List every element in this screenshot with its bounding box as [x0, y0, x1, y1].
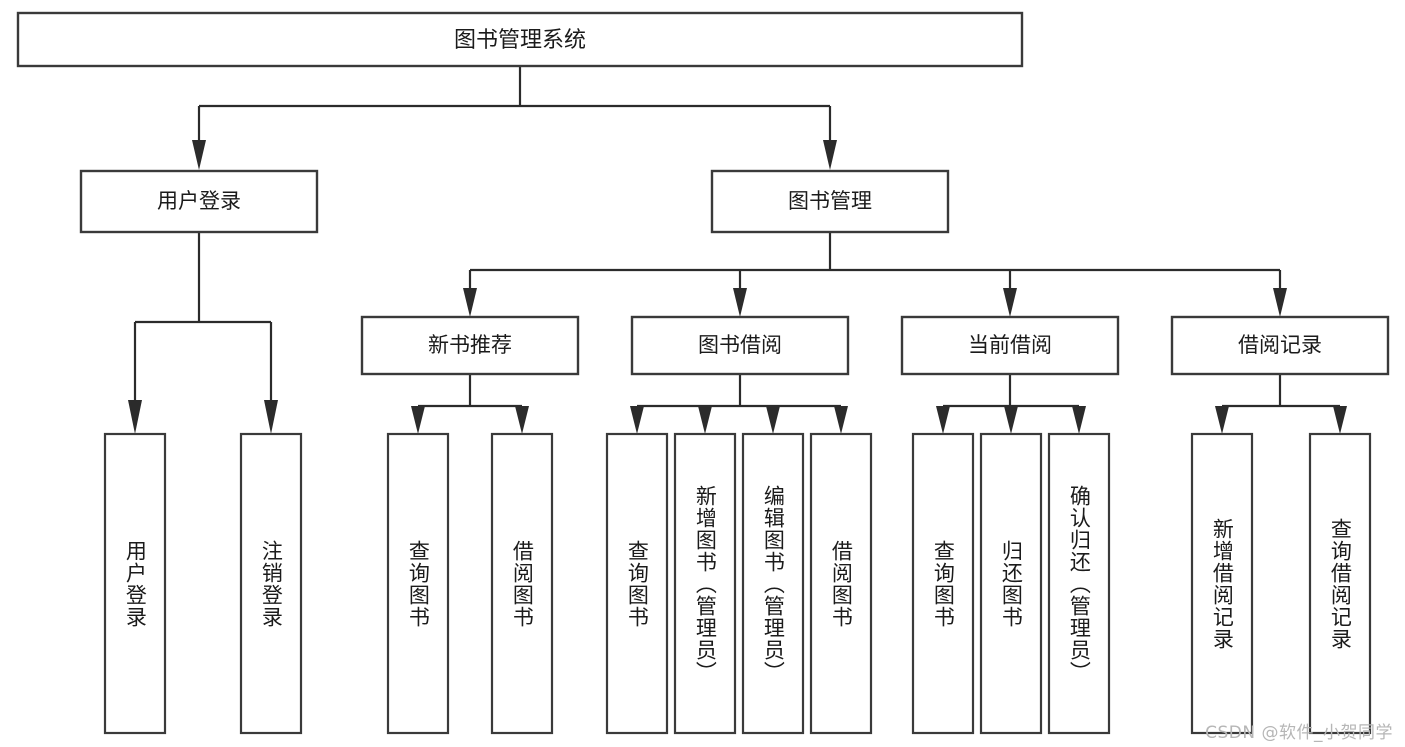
leaf-box-user-login-2[interactable]	[239, 432, 303, 735]
node-borrow-record-box[interactable]	[1170, 315, 1390, 376]
node-new-book-recommend-label: 新书推荐	[428, 333, 512, 357]
leaf-box-current-borrow-1[interactable]	[911, 432, 975, 735]
leaf-box-book-borrow-3[interactable]	[741, 432, 805, 735]
node-current-borrow-box[interactable]	[900, 315, 1120, 376]
arrow-bm-to-new-book	[463, 288, 477, 317]
arrow-current-borrow-leaf-1	[936, 406, 950, 434]
leaf-box-new-book-1[interactable]	[386, 432, 450, 735]
node-root-system-box[interactable]	[16, 11, 1024, 68]
leaf-box-new-book-2[interactable]	[490, 432, 554, 735]
arrow-book-borrow-leaf-3	[766, 406, 780, 434]
node-book-borrow-label: 图书借阅	[698, 333, 782, 357]
node-borrow-record[interactable]: 借阅记录	[1170, 315, 1390, 376]
node-root-system[interactable]: 图书管理系统	[16, 11, 1024, 68]
leaf-box-book-borrow-1[interactable]	[605, 432, 669, 735]
node-user-login-box[interactable]	[79, 169, 319, 234]
node-book-management-box[interactable]	[710, 169, 950, 234]
arrow-current-borrow-leaf-3	[1072, 406, 1086, 434]
arrow-book-borrow-leaf-1	[630, 406, 644, 434]
arrow-bm-to-borrow-record	[1273, 288, 1287, 317]
node-book-management-label: 图书管理	[788, 189, 872, 213]
leaf-box-book-borrow-4[interactable]	[809, 432, 873, 735]
leaf-box-current-borrow-2[interactable]	[979, 432, 1043, 735]
arrow-borrow-record-leaf-1	[1215, 406, 1229, 434]
leaf-box-layer	[103, 432, 1372, 735]
arrow-new-book-leaf-2	[515, 406, 529, 434]
arrow-bm-to-current-borrow	[1003, 288, 1017, 317]
leaf-box-current-borrow-3[interactable]	[1047, 432, 1111, 735]
node-book-management[interactable]: 图书管理	[710, 169, 950, 234]
arrow-user-login-leaf-2	[264, 400, 278, 434]
node-current-borrow[interactable]: 当前借阅	[900, 315, 1120, 376]
arrow-book-borrow-leaf-4	[834, 406, 848, 434]
csdn-watermark: CSDN @软件_小贺同学	[1205, 723, 1393, 743]
node-root-system-label: 图书管理系统	[454, 28, 586, 53]
arrow-current-borrow-leaf-2	[1004, 406, 1018, 434]
arrow-user-login-leaf-1	[128, 400, 142, 434]
node-current-borrow-label: 当前借阅	[968, 333, 1052, 357]
leaf-box-borrow-record-2[interactable]	[1308, 432, 1372, 735]
arrow-root-to-book-manage	[823, 140, 837, 170]
node-user-login[interactable]: 用户登录	[79, 169, 319, 234]
node-book-borrow-box[interactable]	[630, 315, 850, 376]
node-book-borrow[interactable]: 图书借阅	[630, 315, 850, 376]
arrow-bm-to-book-borrow	[733, 288, 747, 317]
arrow-borrow-record-leaf-2	[1333, 406, 1347, 434]
arrow-book-borrow-leaf-2	[698, 406, 712, 434]
leaf-box-borrow-record-1[interactable]	[1190, 432, 1254, 735]
arrow-root-to-user-login	[192, 140, 206, 170]
leaf-box-user-login-1[interactable]	[103, 432, 167, 735]
node-new-book-recommend-box[interactable]	[360, 315, 580, 376]
leaf-box-book-borrow-2[interactable]	[673, 432, 737, 735]
node-new-book-recommend[interactable]: 新书推荐	[360, 315, 580, 376]
node-user-login-label: 用户登录	[157, 189, 241, 213]
arrow-new-book-leaf-1	[411, 406, 425, 434]
connector-layer	[128, 66, 1347, 434]
node-borrow-record-label: 借阅记录	[1238, 333, 1322, 357]
